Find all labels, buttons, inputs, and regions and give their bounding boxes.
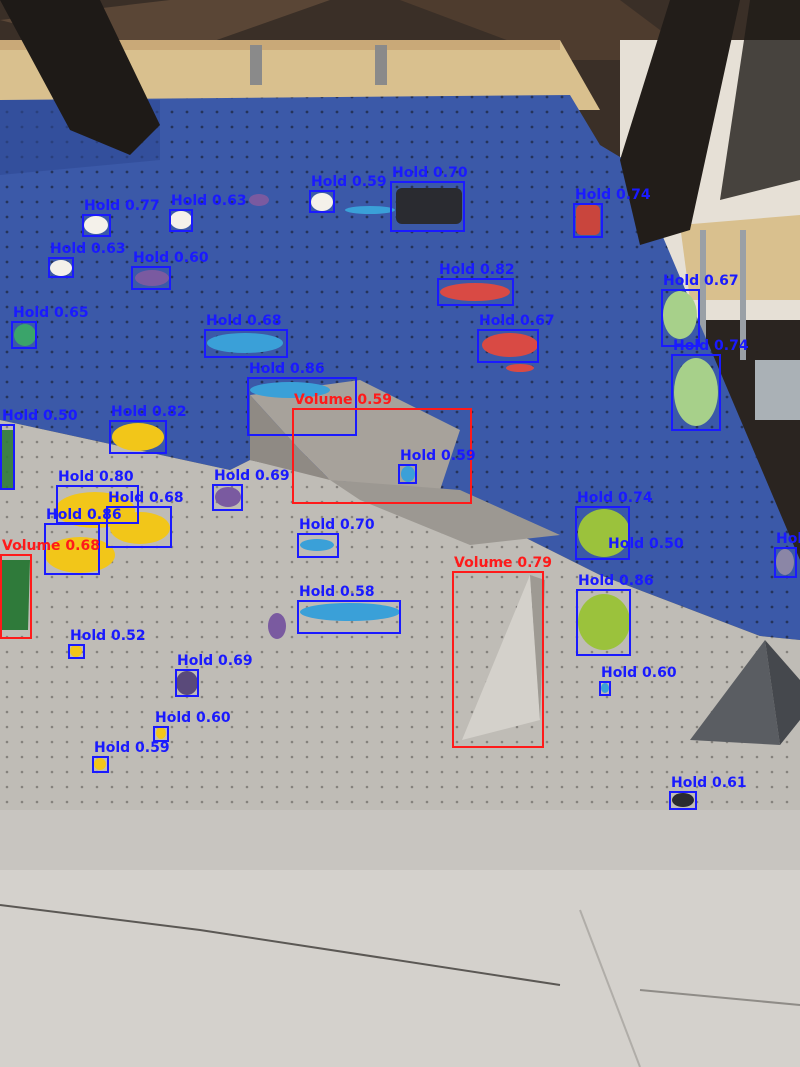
detection-box: Hold 0.63 [169,194,247,232]
detection-box: Hold 0.61 [669,776,747,810]
detection-box: Hold 0.63 [48,242,126,278]
detection-label: Hold 0.67 [663,273,739,289]
detection-label: Hold 0.63 [171,193,247,209]
detection-box: Hold 0.77 [82,199,160,237]
detection-box: Hold 0.59 [92,741,170,773]
detection-label: Hold 0.60 [133,250,209,266]
detection-box: Hold 0.50 [606,537,684,572]
detection-box: Hold 0.86 [44,508,122,575]
detection-label: Hold 0.86 [578,573,654,589]
detection-label: Hol [776,531,800,547]
detection-box: Hold 0.74 [573,188,651,238]
detection-box: Hold 0.67 [661,274,739,347]
detection-box: Hold 0.74 [575,491,653,560]
detection-label: Hold 0.68 [206,313,282,329]
detection-label: Hold 0.74 [577,490,653,506]
detection-label: Hold 0.63 [50,241,126,257]
detection-box: Hold 0.59 [309,175,387,213]
detection-box: Hold 0.67 [477,314,555,363]
detection-label: Hold 0.67 [479,313,555,329]
detection-box: Hold 0.70 [390,166,468,232]
detection-label: Hold 0.61 [671,775,747,791]
detection-box: Hold 0.60 [599,666,677,696]
detection-box-volume: Volume 0.68 [0,539,100,639]
triangular-volume [462,575,540,740]
detection-box: Hold 0.70 [297,518,375,558]
detection-box: Hold 0.58 [297,585,401,634]
detection-label: Volume 0.68 [2,538,100,554]
detection-box-volume: Volume 0.79 [452,556,552,748]
detection-label: Hold 0.59 [400,448,476,464]
detection-box: Hold 0.52 [68,629,146,659]
detection-label: Hold 0.68 [108,490,184,506]
detection-box: Hold 0.60 [131,251,209,290]
detection-label: Hold 0.60 [155,710,231,726]
detection-box-volume: Volume 0.59 [292,393,472,504]
detection-label: Hold 0.80 [58,469,134,485]
detection-box: Hold 0.74 [671,339,749,431]
detection-box: Hold 0.82 [109,405,187,454]
roof-beams [0,0,800,245]
detection-label: Hold 0.82 [111,404,187,420]
detection-label: Hold 0.65 [13,305,89,321]
detection-box: Hold 0.69 [212,469,290,511]
detection-label: Hold 0.86 [249,361,325,377]
detection-label: Hold 0.74 [575,187,651,203]
detection-label: Hold 0.58 [299,584,375,600]
detection-box: Hold 0.60 [153,711,231,742]
detection-label: Hold 0.50 [2,408,78,424]
detection-box: Hold 0.65 [11,306,89,349]
detection-label: Hold 0.52 [70,628,146,644]
detection-box: Hol [774,532,800,578]
detection-box: Hold 0.86 [576,574,654,656]
detection-label: Hold 0.70 [392,165,468,181]
detection-box: Hold 0.86 [247,362,357,436]
floor-mat [0,860,800,1067]
detection-label: Hold 0.70 [299,517,375,533]
detection-label: Hold 0.86 [46,507,122,523]
detection-label: Hold 0.69 [214,468,290,484]
detection-label: Hold 0.59 [311,174,387,190]
detection-label: Hold 0.50 [608,536,684,552]
detection-label: Volume 0.59 [294,392,392,408]
detection-label: Hold 0.77 [84,198,160,214]
detection-box: Hold 0.59 [398,449,476,484]
detection-label: Hold 0.74 [673,338,749,354]
detection-label: Hold 0.60 [601,665,677,681]
detection-label: Hold 0.82 [439,262,515,278]
detection-label: Volume 0.79 [454,555,552,571]
climbing-holds [14,188,794,807]
detection-label: Hold 0.59 [94,740,170,756]
detection-box: Hold 0.68 [106,491,184,548]
detection-box: Hold 0.69 [175,654,253,697]
detection-box: Hold 0.82 [437,263,515,306]
detection-label: Hold 0.69 [177,653,253,669]
detection-box: Hold 0.50 [0,409,78,490]
detection-box: Hold 0.68 [204,314,288,358]
